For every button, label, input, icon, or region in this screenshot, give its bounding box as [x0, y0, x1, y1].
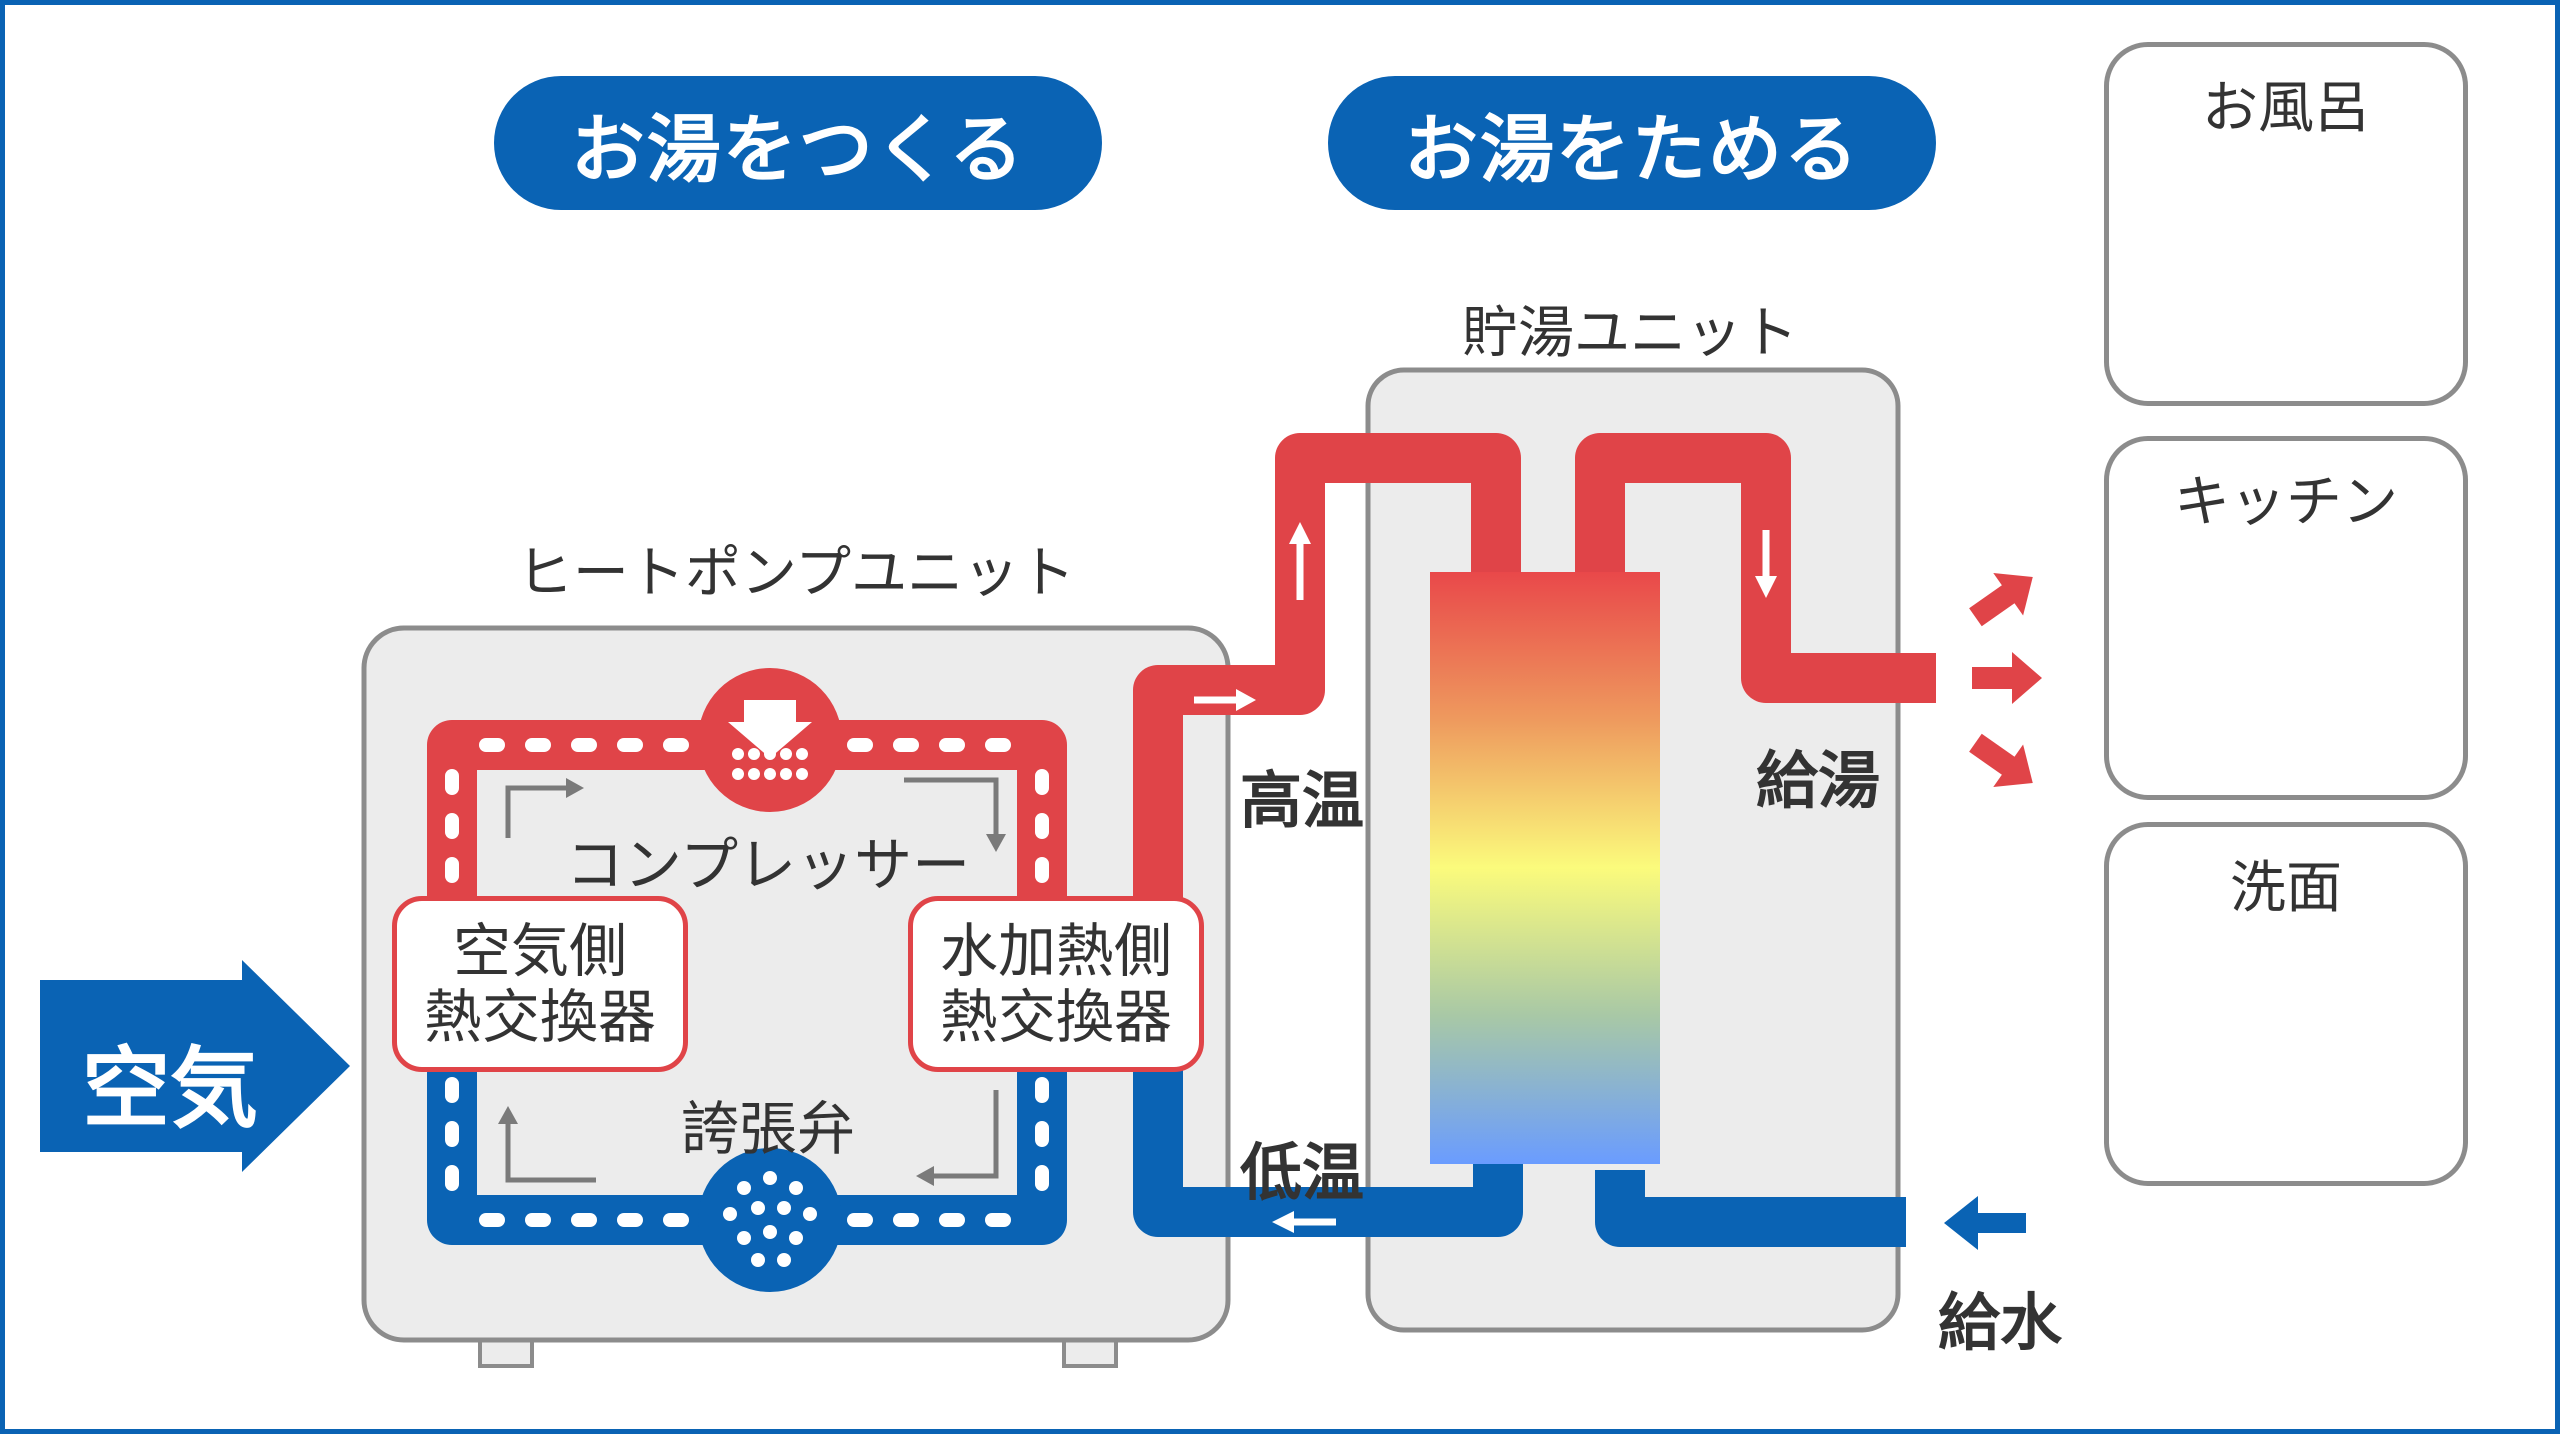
air-exchanger-line1: 空気側: [452, 917, 627, 985]
loop-dot: [939, 738, 965, 752]
loop-dot: [445, 1121, 459, 1147]
hot-water-tank: [1430, 572, 1660, 1164]
heat-pump-unit-title: ヒートポンプユニット: [516, 541, 1076, 606]
bath-label: お風呂: [2202, 76, 2370, 141]
loop-dot: [445, 1077, 459, 1103]
arrow-up-right-icon: [1969, 572, 2033, 627]
arrow-up-in-pipe-icon: [1289, 522, 1311, 600]
compressor-dot: [764, 748, 776, 760]
arrow-left-in-pipe-icon: [1272, 1211, 1336, 1233]
loop-dot: [1035, 813, 1049, 839]
cold-supply-pipe: [1595, 1170, 1906, 1247]
arrow-right-icon: [1972, 652, 2042, 704]
compressor-dot: [796, 748, 808, 760]
water-in-arrow-icon: [1944, 1196, 2026, 1250]
loop-dot: [663, 738, 689, 752]
expansion-valve-icon: [698, 1148, 842, 1292]
loop-arrow-icon: [986, 834, 1006, 852]
arrow-right-in-pipe-icon: [1194, 689, 1256, 711]
loop-arrow-icon: [566, 778, 584, 798]
loop-dot: [1035, 769, 1049, 795]
loop-dot: [663, 1213, 689, 1227]
storage-unit-title: 貯湯ユニット: [1462, 301, 1798, 366]
arrow-down-in-pipe-icon: [1755, 530, 1777, 598]
cold-water-pipe-return: [1133, 1065, 1523, 1237]
compressor-dot: [748, 748, 760, 760]
loop-dot: [893, 1213, 919, 1227]
loop-dot: [939, 1213, 965, 1227]
loop-dot: [571, 1213, 597, 1227]
loop-dot: [617, 1213, 643, 1227]
compressor-dot: [748, 768, 760, 780]
hot-supply-pipe: [1575, 433, 1936, 703]
pipe-flow-arrows: [1194, 522, 1777, 1233]
loop-dot: [1035, 1121, 1049, 1147]
loop-dot: [445, 813, 459, 839]
air-exchanger-line2: 熱交換器: [423, 983, 656, 1051]
use-card-kitchen: キッチン: [2104, 436, 2468, 800]
compressor-dot: [732, 748, 744, 760]
expansion-valve-label: 誇張弁: [680, 1095, 856, 1163]
loop-dot: [445, 769, 459, 795]
use-card-bath: お風呂: [2104, 42, 2468, 406]
refrigerant-dots: [445, 738, 1049, 1227]
water-supply-label: 給水: [1937, 1286, 2063, 1359]
air-label: 空気: [82, 1037, 259, 1140]
washroom-label: 洗面: [2230, 856, 2342, 921]
compressor-label: コンプレッサー: [565, 831, 971, 899]
hot-supply-out-arrows: [1969, 572, 2042, 788]
loop-arrow-icon: [498, 1106, 518, 1124]
compressor-dot: [796, 768, 808, 780]
loop-dot: [985, 738, 1011, 752]
loop-dot: [847, 738, 873, 752]
compressor-dot: [780, 748, 792, 760]
loop-dot: [1035, 1165, 1049, 1191]
loop-dot: [985, 1213, 1011, 1227]
loop-dot: [617, 738, 643, 752]
air-inflow-arrow: [40, 960, 350, 1172]
header-make-hot-water: お湯をつくる: [494, 76, 1102, 210]
loop-dot: [445, 857, 459, 883]
loop-dot: [1035, 857, 1049, 883]
loop-dot: [571, 738, 597, 752]
compressor-dot: [780, 768, 792, 780]
header-store-hot-water: お湯をためる: [1328, 76, 1936, 210]
kitchen-label: キッチン: [2174, 470, 2398, 535]
heat-pump-box: [361, 625, 1231, 1343]
loop-dot: [525, 738, 551, 752]
compressor-dot: [764, 768, 776, 780]
low-temp-label: 低温: [1239, 1136, 1365, 1209]
air-heat-exchanger: 空気側 熱交換器: [392, 896, 688, 1072]
loop-dot: [525, 1213, 551, 1227]
high-temp-label: 高温: [1239, 764, 1365, 837]
hot-supply-label: 給湯: [1755, 744, 1881, 817]
loop-dot: [479, 1213, 505, 1227]
arrow-down-right-icon: [1969, 733, 2033, 788]
water-heat-exchanger: 水加熱側 熱交換器: [908, 896, 1204, 1072]
loop-dot: [479, 738, 505, 752]
loop-dot: [1035, 1077, 1049, 1103]
loop-arrow-icon: [916, 1166, 934, 1186]
heat-pump-unit: [361, 625, 1231, 1368]
loop-dot: [847, 1213, 873, 1227]
compressor-icon: [698, 668, 842, 812]
water-exchanger-line1: 水加熱側: [939, 917, 1172, 985]
compressor-dot: [732, 768, 744, 780]
loop-dot: [445, 1165, 459, 1191]
loop-dot: [893, 738, 919, 752]
loop-direction-arrows: [498, 777, 1006, 1186]
use-card-washroom: 洗面: [2104, 822, 2468, 1186]
water-exchanger-line2: 熱交換器: [939, 983, 1172, 1051]
